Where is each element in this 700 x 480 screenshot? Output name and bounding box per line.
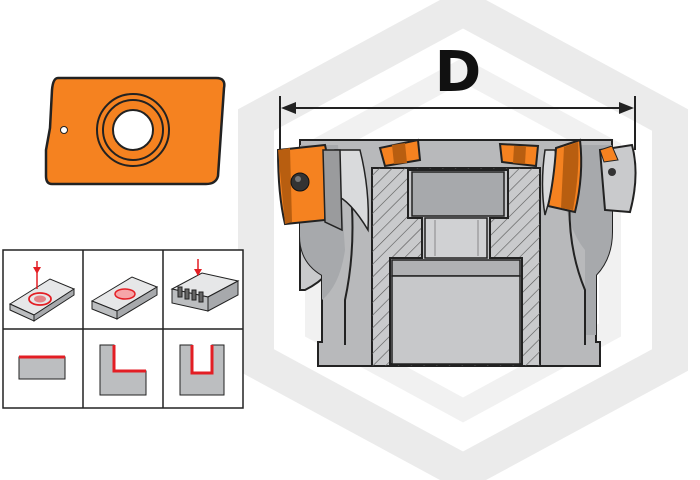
insert-top-view [44, 76, 226, 186]
far-right-insert [598, 143, 637, 214]
flat-surface-icon [18, 355, 66, 380]
cross-section [371, 167, 541, 367]
diameter-label: D [434, 40, 482, 105]
center-right-insert [498, 142, 540, 168]
face-milling-icon [90, 276, 159, 320]
plunge-cut-icon [8, 261, 76, 322]
shoulder-icon [99, 344, 147, 396]
diameter-dimension-arrow [279, 96, 636, 150]
cutting-inserts [276, 138, 637, 232]
slot-profile-icon [179, 344, 225, 396]
left-insert [276, 143, 343, 232]
slotting-icon [170, 259, 240, 312]
center-left-insert [378, 138, 422, 168]
application-icon-grid [2, 249, 244, 409]
right-insert [546, 138, 583, 214]
